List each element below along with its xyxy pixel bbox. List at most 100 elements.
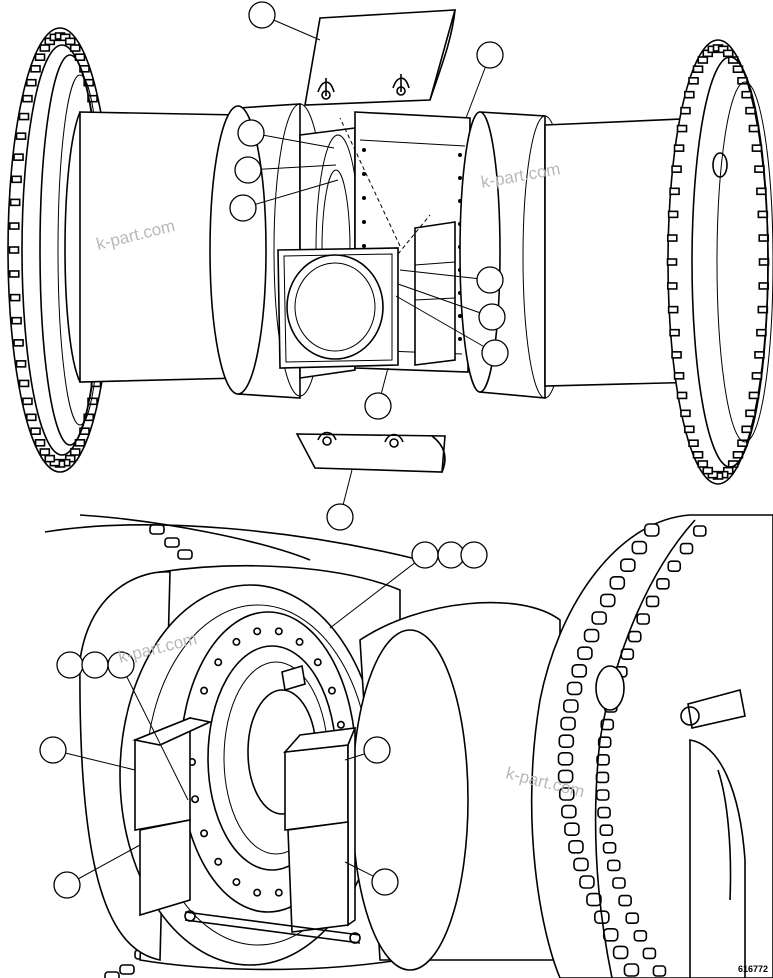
wheel-tooth <box>13 339 24 347</box>
leader-line <box>242 179 339 209</box>
wheel-tooth <box>688 77 699 85</box>
wheel-tooth <box>83 413 94 422</box>
wing-nut-lower-right <box>384 433 404 448</box>
sprocket-bolt <box>561 804 577 819</box>
drum-bolt <box>191 795 200 804</box>
lower-installed-view <box>44 514 773 978</box>
drum-bolt <box>253 627 262 636</box>
wheel-tooth <box>673 144 685 152</box>
sprocket-bolt <box>602 927 619 942</box>
sprocket-bolt <box>636 613 650 625</box>
sprocket-bolt <box>620 558 636 573</box>
wheel-tooth <box>69 44 81 52</box>
wheel-tooth <box>758 258 770 266</box>
guard-block-left <box>132 716 213 917</box>
wheel-tooth <box>18 379 30 388</box>
wheel-tooth <box>756 187 767 196</box>
wheel-tooth <box>741 90 752 99</box>
callout-bubble <box>107 651 135 679</box>
sprocket-bolt <box>612 945 629 960</box>
lower-linkage <box>184 910 361 944</box>
wheel-tooth <box>11 316 22 325</box>
bolt <box>149 524 165 535</box>
wheel-tooth <box>684 90 695 99</box>
sprocket-bolt <box>566 681 583 696</box>
wheel-tooth <box>9 293 21 302</box>
sprocket-bolt <box>609 575 626 590</box>
drum-bolt <box>232 878 241 887</box>
sprocket-bolt <box>571 663 588 678</box>
callout-bubble <box>364 392 392 420</box>
wheel-tooth <box>83 78 94 87</box>
wheel-tooth <box>757 305 769 314</box>
sprocket-bolt <box>623 963 640 977</box>
callout-bubble <box>476 266 504 294</box>
callout-circles <box>39 1 509 899</box>
wheel-tooth <box>667 210 679 219</box>
sprocket-bolt <box>627 630 642 643</box>
upper-cover-plate <box>304 9 457 106</box>
right-drive-wheel <box>666 39 773 485</box>
sprocket-bolt <box>597 736 612 749</box>
drum-bolt <box>253 888 262 897</box>
drum-bolt <box>214 857 223 866</box>
wheel-tooth <box>30 427 41 435</box>
callout-bubble <box>81 651 109 679</box>
wheel-tooth <box>18 112 30 121</box>
wheel-tooth <box>8 246 20 254</box>
drum-bolt <box>295 637 304 646</box>
sprocket-bolt <box>597 806 611 819</box>
wheel-tooth <box>758 282 770 290</box>
bolt <box>362 172 366 176</box>
wheel-tooth <box>671 165 682 173</box>
leader-line <box>250 132 335 149</box>
sprocket-bolt <box>557 751 574 766</box>
wheel-tooth <box>15 360 27 368</box>
callout-bubble <box>53 871 81 899</box>
callout-bubble <box>411 541 439 569</box>
right-hub-housing <box>351 601 561 971</box>
leader-line <box>120 664 189 801</box>
callout-bubble <box>363 736 391 764</box>
wheel-tooth <box>669 328 680 337</box>
wheel-tooth <box>64 37 76 46</box>
wheel-tooth <box>666 234 678 242</box>
wheel-tooth <box>11 175 22 184</box>
wheel-tooth <box>702 466 714 475</box>
sprocket-bolt <box>642 947 657 960</box>
bolt <box>119 964 135 975</box>
sprocket-bolt <box>625 912 640 925</box>
leader-line <box>66 844 141 886</box>
callout-bubble <box>460 541 488 569</box>
bolt <box>362 196 366 200</box>
sprocket-bolt <box>564 822 580 837</box>
wheel-tooth <box>692 451 704 459</box>
sprocket-bolt <box>573 857 589 872</box>
leader-line <box>247 164 337 171</box>
wheel-tooth <box>697 56 709 64</box>
sprocket-bolt <box>643 523 660 537</box>
wheel-tooth <box>26 413 37 422</box>
drum-bolt <box>200 686 209 695</box>
wheel-tooth <box>22 94 33 103</box>
callout-bubble <box>237 119 265 147</box>
sprocket-bolt <box>558 734 575 749</box>
sprocket-bolt <box>568 839 584 854</box>
wheel-tooth <box>748 124 760 133</box>
wheel-tooth <box>22 397 33 406</box>
callout-bubble <box>234 156 262 184</box>
wheel-tooth <box>26 78 37 87</box>
wing-nut-left <box>317 78 335 100</box>
callout-bubble <box>229 194 257 222</box>
wing-nut-right <box>392 74 410 96</box>
callout-bubble <box>371 868 399 896</box>
wheel-tooth <box>669 187 680 196</box>
sprocket-bolt <box>606 859 621 872</box>
sprocket-bolt <box>586 892 602 907</box>
wheel-tooth <box>8 222 20 230</box>
wheel-tooth <box>754 351 765 359</box>
drum-bolt <box>313 658 322 667</box>
sprocket-bolt <box>656 577 670 590</box>
wheel-tooth <box>87 94 98 103</box>
